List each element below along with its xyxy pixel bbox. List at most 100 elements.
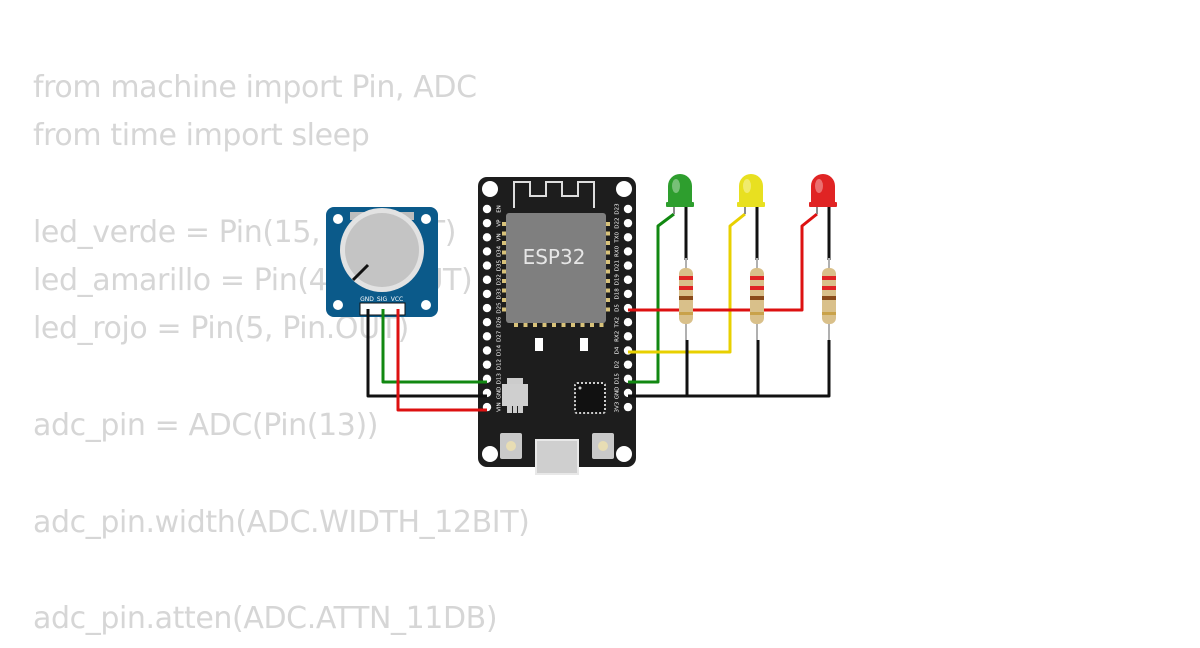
mount-hole-tl — [482, 181, 498, 197]
pin-hole[interactable] — [623, 204, 633, 214]
pin-label: D21 — [615, 260, 621, 271]
usb-chip — [574, 382, 606, 414]
smd-pad — [535, 338, 543, 351]
pin-label: D27 — [497, 330, 503, 342]
wire-pot-vcc[interactable] — [396, 309, 487, 412]
pin-hole[interactable] — [623, 247, 633, 256]
pin-label: 3V3 — [615, 401, 621, 412]
chip-label: ESP32 — [523, 245, 586, 269]
resistor[interactable] — [822, 258, 836, 340]
pin-hole[interactable] — [623, 218, 633, 228]
potentiometer[interactable]: GND SIG VCC — [326, 207, 438, 317]
pin-label: TX2 — [615, 317, 621, 329]
wire-led-yellow[interactable] — [628, 212, 746, 354]
pin-hole[interactable] — [623, 261, 633, 270]
pin-label: D19 — [615, 274, 621, 286]
pin-label: D34 — [497, 245, 503, 257]
pin-label: RX0 — [615, 245, 621, 257]
pot-pin-label-vcc: VCC — [391, 296, 403, 303]
pin-hole[interactable] — [482, 275, 492, 284]
mount-hole-bl — [482, 446, 498, 462]
led-group — [666, 174, 837, 340]
pin-hole[interactable] — [623, 289, 633, 299]
pin-label: D23 — [615, 203, 621, 215]
resistor[interactable] — [679, 258, 693, 340]
mount-hole-tr — [616, 181, 632, 197]
pin-label: D32 — [497, 274, 503, 285]
pin-hole[interactable] — [623, 318, 633, 327]
pin-hole[interactable] — [482, 204, 492, 214]
pot-pin-label-gnd: GND — [360, 296, 374, 303]
pin-label: D12 — [497, 359, 503, 370]
pin-hole[interactable] — [482, 303, 492, 313]
pot-mount-hole — [333, 300, 343, 310]
right-pin-header — [623, 204, 633, 412]
pin-hole[interactable] — [482, 218, 492, 228]
code-line: adc_pin.width(ADC.WIDTH_12BIT) — [33, 504, 530, 540]
pin-hole[interactable] — [482, 261, 492, 270]
smd-pad — [580, 338, 588, 351]
pin-hole[interactable] — [623, 275, 633, 284]
pot-pin-label-sig: SIG — [377, 296, 388, 303]
wires — [366, 212, 831, 412]
led-red[interactable] — [809, 174, 837, 260]
pin-hole[interactable] — [482, 360, 492, 369]
pin-hole[interactable] — [623, 233, 633, 242]
code-line: from time import sleep — [33, 118, 370, 154]
code-line: led_rojo = Pin(5, Pin.OUT) — [33, 311, 409, 347]
pin-label: VIN — [497, 402, 503, 412]
pin-label: D26 — [497, 316, 503, 328]
pin-hole[interactable] — [482, 346, 492, 355]
pin-label: D5 — [615, 304, 621, 312]
right-pin-labels: D23D22TX0RX0D21D19D18D5TX2RX2D4D2D15GND3… — [615, 203, 621, 413]
boot-button[interactable] — [500, 433, 522, 459]
pot-mount-hole — [421, 300, 431, 310]
led-green[interactable] — [666, 174, 694, 260]
pin-hole[interactable] — [623, 402, 633, 412]
pot-mount-hole — [421, 214, 431, 224]
left-pin-labels: ENVPVND34D35D32D33D25D26D27D14D12D13GNDV… — [497, 205, 503, 412]
pin-label: D25 — [497, 302, 503, 314]
pin-label: D18 — [615, 288, 621, 300]
usb-connector — [535, 439, 579, 475]
pin-label: D14 — [497, 344, 503, 356]
pin-label: VP — [497, 219, 503, 227]
wire-pot-sig[interactable] — [381, 309, 487, 384]
pin-label: D35 — [497, 259, 503, 271]
pin-hole[interactable] — [623, 332, 633, 341]
led-yellow[interactable] — [737, 174, 765, 260]
pin-label: GND — [615, 387, 621, 400]
pot-mount-hole — [333, 214, 343, 224]
pin-label: D2 — [615, 361, 621, 369]
pin-label: D33 — [497, 288, 503, 300]
reset-button[interactable] — [592, 433, 614, 459]
esp32-module — [506, 213, 606, 323]
pin-hole[interactable] — [482, 318, 492, 327]
code-line: adc_pin = ADC(Pin(13)) — [33, 408, 379, 444]
wire-pot-gnd[interactable] — [366, 309, 487, 398]
voltage-regulator — [502, 378, 528, 413]
module-pads — [502, 222, 610, 327]
pin-label: RX2 — [615, 331, 621, 342]
wire-led-green[interactable] — [628, 212, 675, 384]
wire-gnd-bus[interactable] — [628, 340, 831, 398]
pin-label: D22 — [615, 218, 621, 229]
pin-hole[interactable] — [482, 247, 492, 256]
wire-led-red[interactable] — [628, 212, 818, 312]
pin-hole[interactable] — [482, 289, 492, 299]
pin-label: GND — [497, 387, 503, 400]
resistor[interactable] — [750, 258, 764, 340]
pin-hole[interactable] — [623, 360, 633, 369]
pin-hole[interactable] — [482, 233, 492, 242]
pin-hole[interactable] — [482, 332, 492, 341]
pin-label: D15 — [615, 373, 621, 385]
pin-label: D13 — [497, 373, 503, 385]
pin-label: VN — [497, 233, 503, 241]
pin-label: TX0 — [615, 231, 621, 243]
pot-knob-indicator — [351, 263, 370, 282]
antenna-trace — [513, 181, 595, 208]
mount-hole-br — [616, 446, 632, 462]
left-pin-header — [482, 204, 492, 412]
